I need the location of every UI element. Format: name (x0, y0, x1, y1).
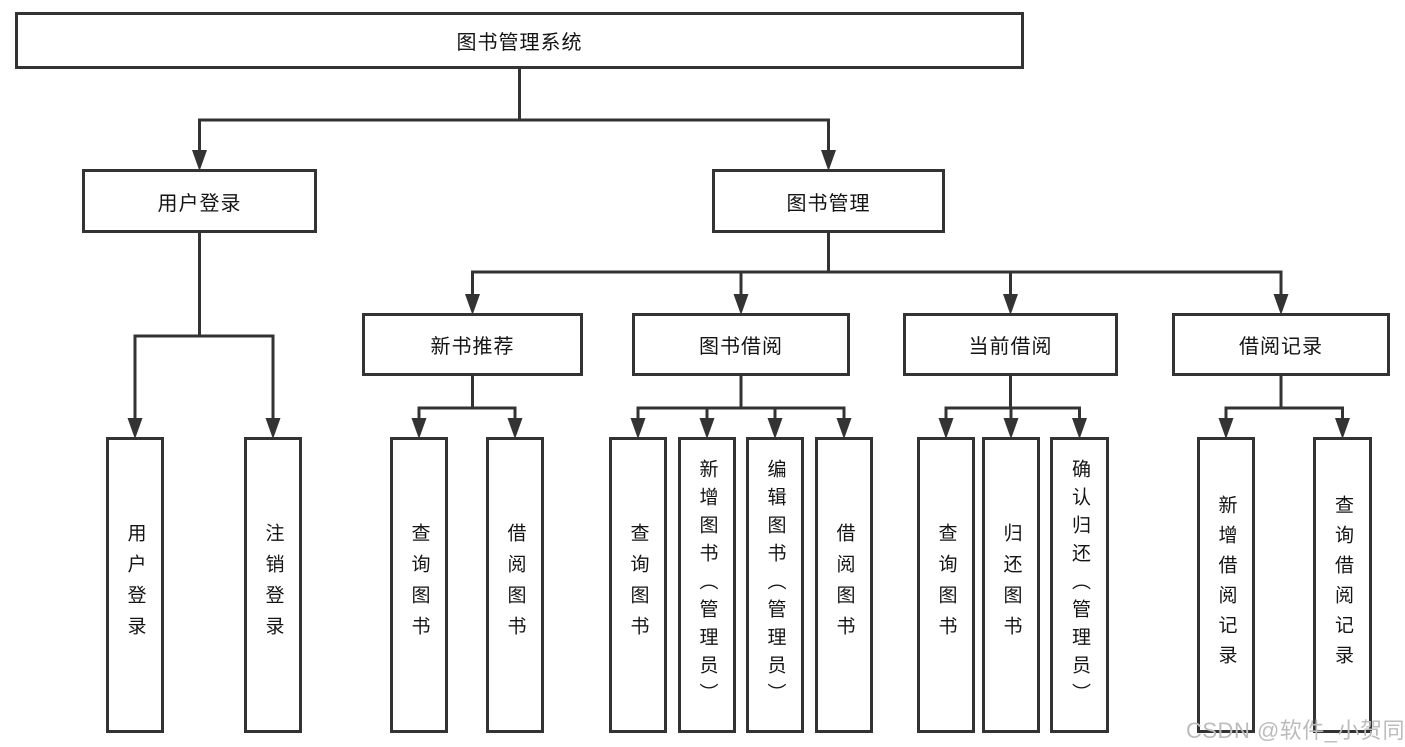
node-label: 用户登录 (157, 192, 242, 215)
node-v-edit-books: 编辑图书（管理员） (746, 437, 804, 733)
arrowhead (836, 418, 852, 439)
arrowhead (265, 418, 281, 439)
node-label: 查询图书 (627, 523, 649, 647)
arrowhead (1273, 294, 1289, 315)
node-v-borrow-books-1: 借阅图书 (486, 437, 544, 733)
arrowhead (699, 418, 715, 439)
node-label: 查询借阅记录 (1332, 495, 1353, 675)
node-v-query-books-1: 查询图书 (390, 437, 448, 733)
arrowhead (507, 418, 523, 439)
node-label: 新书推荐 (430, 336, 515, 358)
arrowhead (192, 150, 207, 171)
node-label: 查询图书 (408, 523, 430, 647)
arrowhead (465, 294, 480, 315)
node-label: 借阅记录 (1239, 336, 1323, 358)
arrowhead (1003, 294, 1018, 315)
node-label: 图书管理 (786, 192, 871, 215)
node-label: 确认归还（管理员） (1069, 459, 1090, 711)
node-label: 借阅图书 (504, 523, 526, 647)
node-v-confirm-return: 确认归还（管理员） (1050, 437, 1109, 733)
node-v-return-books: 归还图书 (982, 437, 1040, 733)
node-label: 用户登录 (124, 523, 146, 647)
node-v-borrow-books-2: 借阅图书 (815, 437, 873, 733)
arrowhead (938, 418, 954, 439)
arrowhead (1335, 418, 1350, 439)
node-v-add-books: 新增图书（管理员） (678, 437, 736, 733)
node-label: 新增借阅记录 (1215, 495, 1237, 675)
node-book-management: 图书管理 (712, 169, 945, 233)
node-book-borrowing: 图书借阅 (632, 313, 850, 376)
node-v-query-borrow-record: 查询借阅记录 (1313, 437, 1372, 733)
arrowhead (127, 418, 143, 439)
arrowhead (733, 294, 749, 315)
watermark: CSDN @软件_小贺同学 (1186, 718, 1405, 743)
node-label: 新增图书（管理员） (696, 459, 718, 711)
node-label: 图书管理系统 (456, 32, 583, 54)
node-label: 图书借阅 (699, 336, 783, 358)
node-label: 归还图书 (1000, 523, 1022, 647)
node-label: 查询图书 (935, 523, 957, 647)
node-root: 图书管理系统 (15, 12, 1024, 69)
node-v-query-books-3: 查询图书 (917, 437, 975, 733)
arrowhead (1218, 418, 1234, 439)
arrowhead (630, 418, 646, 439)
node-label: 借阅图书 (833, 523, 855, 647)
node-v-add-borrow-record: 新增借阅记录 (1197, 437, 1255, 733)
arrowhead (821, 150, 836, 171)
arrowhead (767, 418, 783, 439)
node-v-logout: 注销登录 (244, 437, 302, 733)
node-label: 编辑图书（管理员） (764, 459, 786, 711)
node-current-borrowing: 当前借阅 (903, 313, 1118, 376)
node-borrowing-records: 借阅记录 (1172, 313, 1390, 376)
node-label: 注销登录 (262, 523, 284, 647)
arrowhead (1003, 418, 1019, 439)
arrowhead (1072, 418, 1087, 439)
node-v-user-login: 用户登录 (106, 437, 164, 733)
node-v-query-books-2: 查询图书 (609, 437, 667, 733)
node-user-login: 用户登录 (82, 169, 317, 233)
node-label: 当前借阅 (968, 336, 1053, 358)
arrowhead (411, 418, 427, 439)
node-new-book-recommend: 新书推荐 (362, 313, 583, 376)
